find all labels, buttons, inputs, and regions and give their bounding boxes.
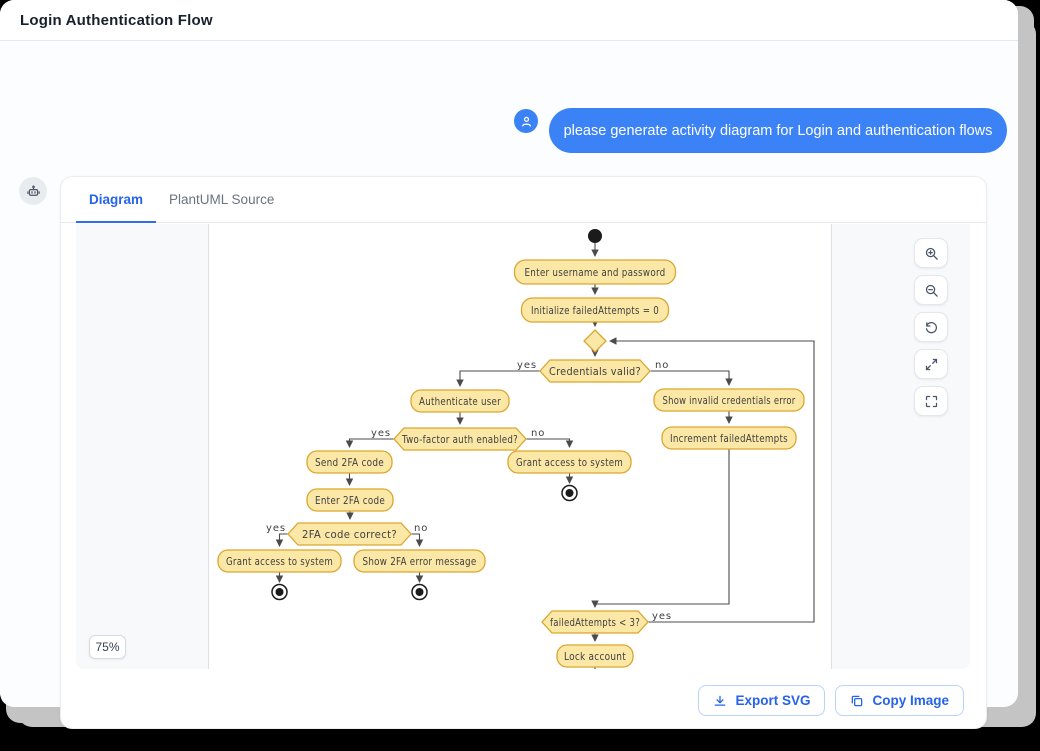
zoom-out-icon — [925, 284, 938, 297]
zoom-in-icon — [925, 247, 938, 260]
activity-node — [306, 488, 394, 512]
content-area: please generate activity diagram for Log… — [0, 41, 1018, 729]
download-icon — [715, 695, 726, 706]
export-svg-button[interactable]: Export SVG — [698, 685, 826, 716]
decision-node — [287, 522, 412, 546]
node-label: Enter 2FA code — [315, 495, 385, 507]
reset-view-button[interactable] — [914, 312, 948, 342]
edge-label-no: no — [414, 523, 428, 534]
edge-label-yes: yes — [266, 523, 286, 534]
person-icon — [521, 116, 531, 126]
activity-node — [653, 388, 805, 412]
copy-image-label: Copy Image — [872, 693, 949, 708]
card-footer: Export SVG Copy Image — [698, 685, 964, 716]
activity-node — [661, 426, 797, 450]
node-label: Show 2FA error message — [363, 556, 477, 568]
edge-label-no: no — [531, 428, 545, 439]
zoom-controls — [914, 238, 948, 416]
activity-node — [306, 450, 393, 474]
node-label: Two-factor auth enabled? — [401, 434, 518, 446]
node-label: Show invalid credentials error — [663, 395, 796, 407]
activity-node — [520, 297, 670, 323]
activity-diagram: Enter username and password Initialize f… — [217, 229, 815, 669]
diagram-canvas[interactable]: Enter username and password Initialize f… — [208, 224, 832, 669]
activity-node — [353, 549, 486, 573]
fit-to-screen-button[interactable] — [914, 349, 948, 379]
decision-node — [393, 427, 527, 451]
copy-icon — [852, 695, 863, 706]
node-label: failedAttempts < 3? — [550, 617, 640, 629]
fullscreen-button[interactable] — [914, 386, 948, 416]
activity-node — [556, 644, 634, 668]
edge-label-yes: yes — [371, 428, 391, 439]
node-label: Grant access to system — [516, 457, 623, 469]
chat-message-bubble: please generate activity diagram for Log… — [549, 108, 1007, 153]
activity-node — [217, 549, 342, 573]
tab-diagram[interactable]: Diagram — [76, 177, 157, 223]
node-label: Initialize failedAttempts = 0 — [531, 305, 659, 317]
titlebar: Login Authentication Flow — [0, 0, 1018, 41]
start-node — [588, 229, 602, 243]
copy-image-button[interactable]: Copy Image — [835, 685, 964, 716]
tab-plantuml-source[interactable]: PlantUML Source — [169, 191, 275, 207]
decision-node — [539, 359, 651, 383]
zoom-out-button[interactable] — [914, 275, 948, 305]
diagram-viewport[interactable]: Enter username and password Initialize f… — [76, 224, 970, 669]
node-label: Credentials valid? — [549, 366, 641, 378]
activity-node — [513, 259, 677, 285]
node-label: Lock account — [564, 651, 626, 663]
edge-label-yes: yes — [652, 611, 672, 622]
export-svg-label: Export SVG — [735, 693, 811, 708]
edge-label-yes: yes — [517, 360, 537, 371]
edge-label-no: no — [655, 360, 669, 371]
node-label: 2FA code correct? — [302, 529, 397, 541]
node-label: Enter username and password — [525, 267, 666, 279]
fullscreen-icon — [925, 395, 937, 407]
reset-icon — [925, 321, 937, 333]
bot-avatar — [19, 177, 47, 205]
robot-icon — [26, 185, 40, 196]
zoom-level-badge: 75% — [89, 635, 126, 659]
page-title: Login Authentication Flow — [20, 11, 213, 29]
diagram-card: Diagram PlantUML Source — [60, 176, 987, 729]
user-avatar — [514, 109, 538, 133]
activity-node — [507, 450, 632, 474]
node-label: Grant access to system — [226, 556, 333, 568]
zoom-in-button[interactable] — [914, 238, 948, 268]
tab-bar: Diagram PlantUML Source — [61, 177, 986, 223]
app-window: Login Authentication Flow please generat… — [0, 0, 1018, 729]
node-label: Increment failedAttempts — [670, 433, 788, 445]
node-label: Send 2FA code — [315, 457, 384, 469]
expand-arrows-icon — [925, 358, 937, 370]
node-label: Authenticate user — [419, 396, 501, 408]
decision-node — [541, 610, 649, 634]
merge-node — [583, 329, 607, 353]
activity-node — [410, 389, 510, 413]
